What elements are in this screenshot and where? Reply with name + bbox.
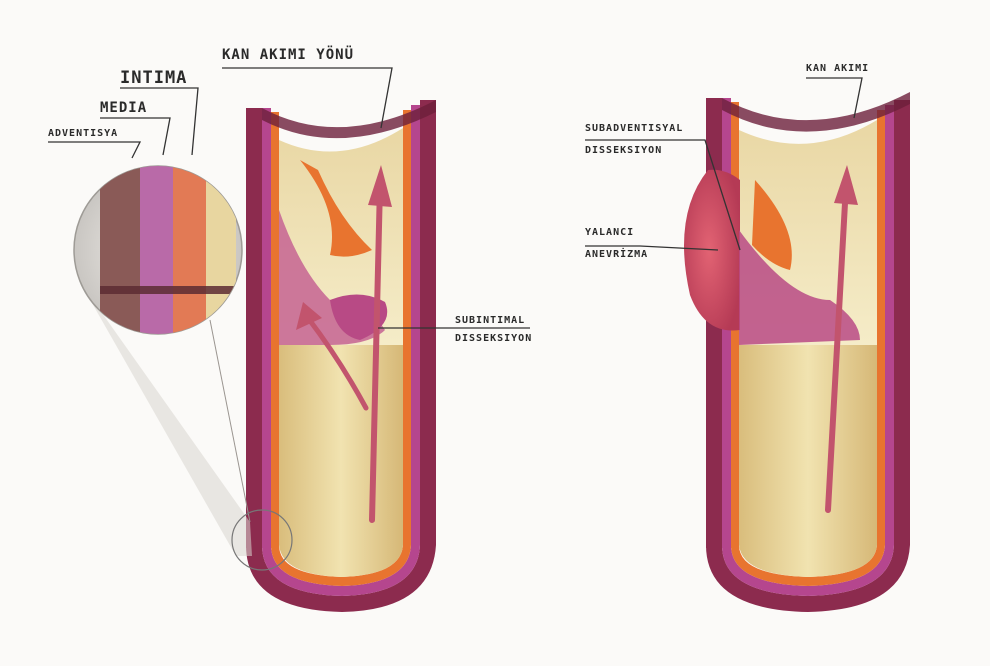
intima-leader (120, 88, 198, 155)
magnified-media (140, 160, 173, 340)
left-lumen-lower (279, 345, 403, 577)
subadventisyal-disseksiyon-label: DISSEKSIYON (585, 146, 662, 156)
subintimal-disseksiyon-label: DISSEKSIYON (455, 334, 532, 344)
kan-akimi-right-leader (806, 78, 862, 118)
kan-akimi-right-label: KAN AKIMI (806, 64, 869, 74)
yalanci-label: YALANCI (585, 228, 634, 238)
subintimal-label: SUBINTIMAL (455, 316, 525, 326)
magnified-intima (173, 160, 206, 340)
subadventisyal-label: SUBADVENTISYAL (585, 124, 683, 134)
left-adventitia-side (246, 108, 262, 548)
kan-akimi-yonu-label: KAN AKIMI YÖNÜ (222, 48, 354, 62)
magnified-lumen (206, 160, 236, 340)
intima-label: INTIMA (120, 70, 187, 87)
magnified-adventitia (100, 160, 140, 340)
adventisya-leader (48, 142, 140, 158)
left-vessel (246, 100, 436, 612)
right-vessel (684, 92, 910, 612)
media-label: MEDIA (100, 101, 147, 115)
adventisya-label: ADVENTISYA (48, 129, 118, 139)
left-intima-side (271, 112, 279, 548)
right-lumen-lower (739, 345, 877, 577)
anevrizma-label: ANEVRİZMA (585, 250, 648, 260)
left-media-side (262, 108, 271, 548)
